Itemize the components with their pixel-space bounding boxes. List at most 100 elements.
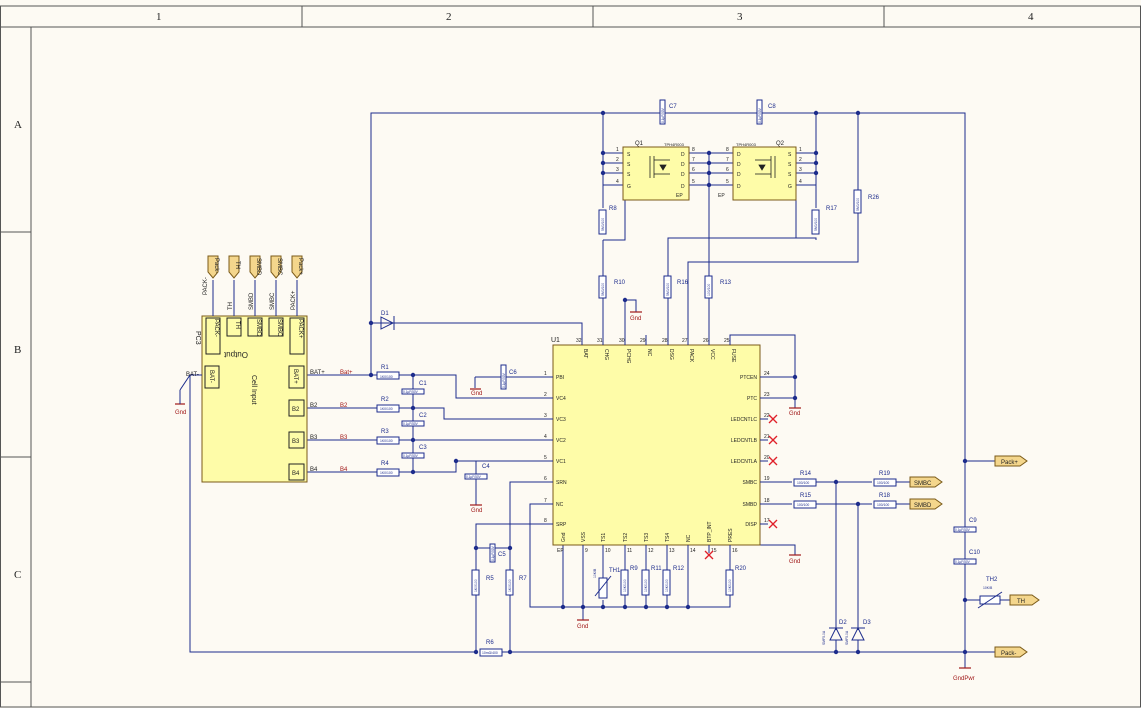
q2-pin-name-d1: D bbox=[737, 152, 741, 158]
q2-ep: EP bbox=[718, 193, 725, 199]
connector-out-b3: B3 bbox=[310, 435, 318, 441]
c3-value: 0.1µF/50V bbox=[403, 454, 419, 458]
u1-pin-name-31: CHG bbox=[603, 349, 609, 360]
u1-pin-num-8: 8 bbox=[544, 518, 547, 524]
u1-pin-name-32: BAT bbox=[582, 349, 588, 358]
q2-pin-7: 7 bbox=[726, 157, 729, 163]
net-bat-plus: Bat+ bbox=[340, 370, 353, 376]
u1-pin-name-14: NC bbox=[686, 534, 692, 542]
u1-pin-name-2: VC4 bbox=[556, 396, 566, 402]
c9-value: 0.1µF/50V bbox=[955, 528, 971, 532]
q2-part: TPH4R003 bbox=[736, 142, 757, 147]
r1-value: 1K0/100 bbox=[380, 375, 393, 379]
connector-wire-label-2: SMBD bbox=[249, 292, 255, 310]
r16-value: 5M0/100 bbox=[666, 283, 670, 296]
u1-pin-num-17: 17 bbox=[764, 518, 770, 524]
r17-label: R17 bbox=[826, 206, 838, 212]
r18-value: 100/100 bbox=[877, 503, 889, 507]
c5-value: 0.1µF/50V bbox=[491, 545, 495, 561]
u1-pin-name-22: LEDCNTLC bbox=[731, 417, 758, 423]
ground-symbols: Gnd Gnd Gnd Gnd Gnd Gnd GndPwr bbox=[470, 311, 975, 682]
u1-nc-mark-b-17 bbox=[768, 519, 778, 529]
q1-pin-7: 7 bbox=[692, 157, 695, 163]
connector-pin-smbc: SMBC bbox=[276, 319, 282, 337]
r11-label: R11 bbox=[651, 566, 662, 572]
port-pack-plus-label: Pack+ bbox=[297, 258, 303, 275]
u1-pin-num-27: 27 bbox=[682, 338, 688, 344]
u1-pin-name-23: PTC bbox=[747, 396, 757, 402]
mosfet-q1: Q1 TPH4R003 1 2 3 4 S S S G 8 7 6 5 D D … bbox=[616, 141, 695, 201]
u1-nc-mark-b-21 bbox=[768, 435, 778, 445]
r10-value: 5M0/100 bbox=[601, 283, 605, 296]
port-th: TH bbox=[1017, 599, 1025, 605]
u1-pin-num-9: 9 bbox=[585, 548, 588, 554]
c5-label: C5 bbox=[498, 552, 506, 558]
r17-value: 5M0/100 bbox=[814, 218, 818, 231]
u1-pin-name-30: PCHG bbox=[625, 349, 631, 364]
r5-label: R5 bbox=[486, 576, 494, 582]
q2-pin-name-d4: D bbox=[737, 184, 741, 190]
q1-ep: EP bbox=[676, 193, 683, 199]
u1-pin-num-1: 1 bbox=[544, 371, 547, 377]
diode-d1: D1 bbox=[380, 311, 395, 330]
d3-label: D3 bbox=[863, 620, 871, 626]
connector-pin-bat-minus: BAT- bbox=[208, 370, 214, 383]
r4-value: 1K0/100 bbox=[380, 471, 393, 475]
tvs-diode-d2: D2 SMF5.0A bbox=[822, 620, 847, 652]
resistors-vertical: R8 5M0/100 R10 5M0/100 R16 5M0/100 R13 1… bbox=[471, 189, 880, 596]
port-pack-minus: Pack- bbox=[1001, 651, 1016, 657]
connector-wire-label-1: TH bbox=[228, 302, 234, 310]
r26-label: R26 bbox=[868, 195, 880, 201]
u1-pins: 32BAT31CHG30PCHG29NC28DSG27PACK26VCC25FU… bbox=[544, 335, 778, 560]
gndpwr-label: GndPwr bbox=[953, 676, 975, 682]
u1-pin-num-4: 4 bbox=[544, 434, 547, 440]
c6-label: C6 bbox=[509, 370, 517, 376]
r4-label: R4 bbox=[381, 461, 389, 467]
u1-chip: U1 bbox=[551, 337, 761, 546]
r1-label: R1 bbox=[381, 365, 389, 371]
r20-label: R20 bbox=[735, 566, 747, 572]
r11-value: 10K/100 bbox=[644, 579, 648, 592]
th1-value: 10K/B bbox=[593, 568, 597, 578]
c6-value: 0.1µF/50V bbox=[502, 372, 506, 388]
q2-pin-name-g: G bbox=[788, 184, 792, 190]
c8-label: C8 bbox=[768, 104, 776, 110]
r16-label: R16 bbox=[677, 280, 689, 286]
q2-pin-6: 6 bbox=[726, 167, 729, 173]
q1-pin-1: 1 bbox=[616, 147, 619, 153]
u1-pin-name-10: TS1 bbox=[601, 533, 607, 542]
capacitors: C1 0.1µF/50V C2 0.1µF/50V C3 0.1µF/50V C… bbox=[401, 99, 981, 565]
u1-pin-name-21: LEDCNTLB bbox=[731, 438, 758, 444]
gnd-label-c6: Gnd bbox=[471, 391, 482, 397]
u1-pin-name-15: BTP_INT bbox=[707, 521, 713, 542]
c2-label: C2 bbox=[419, 413, 427, 419]
r6-label: R6 bbox=[486, 640, 494, 646]
connector-ports: Pack- TH SMBD SMBC Pack+ bbox=[207, 255, 303, 279]
r26-value: 5M0/100 bbox=[856, 198, 860, 211]
connector-pin-pack-plus: PACK+ bbox=[297, 319, 303, 339]
c10-label: C10 bbox=[969, 550, 981, 556]
q1-designator: Q1 bbox=[635, 141, 644, 147]
u1-pin-num-20: 20 bbox=[764, 455, 770, 461]
r3-value: 1K0/100 bbox=[380, 439, 393, 443]
u1-pin-name-26: VCC bbox=[709, 349, 715, 360]
u1-pin-num-31: 31 bbox=[597, 338, 603, 344]
q1-pin-name-d1: D bbox=[681, 152, 685, 158]
frame-row-c: C bbox=[14, 569, 21, 581]
net-b3: B3 bbox=[340, 435, 348, 441]
q2-pin-1: 1 bbox=[799, 147, 802, 153]
connector-designator: PC3 bbox=[194, 331, 201, 345]
r18-label: R18 bbox=[879, 493, 891, 499]
r9-label: R9 bbox=[630, 566, 638, 572]
r8-value: 5M0/100 bbox=[601, 218, 605, 231]
port-smbd: SMBD bbox=[914, 503, 932, 509]
q1-pin-6: 6 bbox=[692, 167, 695, 173]
q1-part: TPH4R003 bbox=[664, 142, 685, 147]
connector-out-b2: B2 bbox=[310, 403, 318, 409]
q1-pin-3: 3 bbox=[616, 167, 619, 173]
gnd-label-ptc: Gnd bbox=[789, 411, 800, 417]
r10-label: R10 bbox=[614, 280, 626, 286]
c3-label: C3 bbox=[419, 445, 427, 451]
u1-pin-name-27: PACK bbox=[688, 349, 694, 363]
